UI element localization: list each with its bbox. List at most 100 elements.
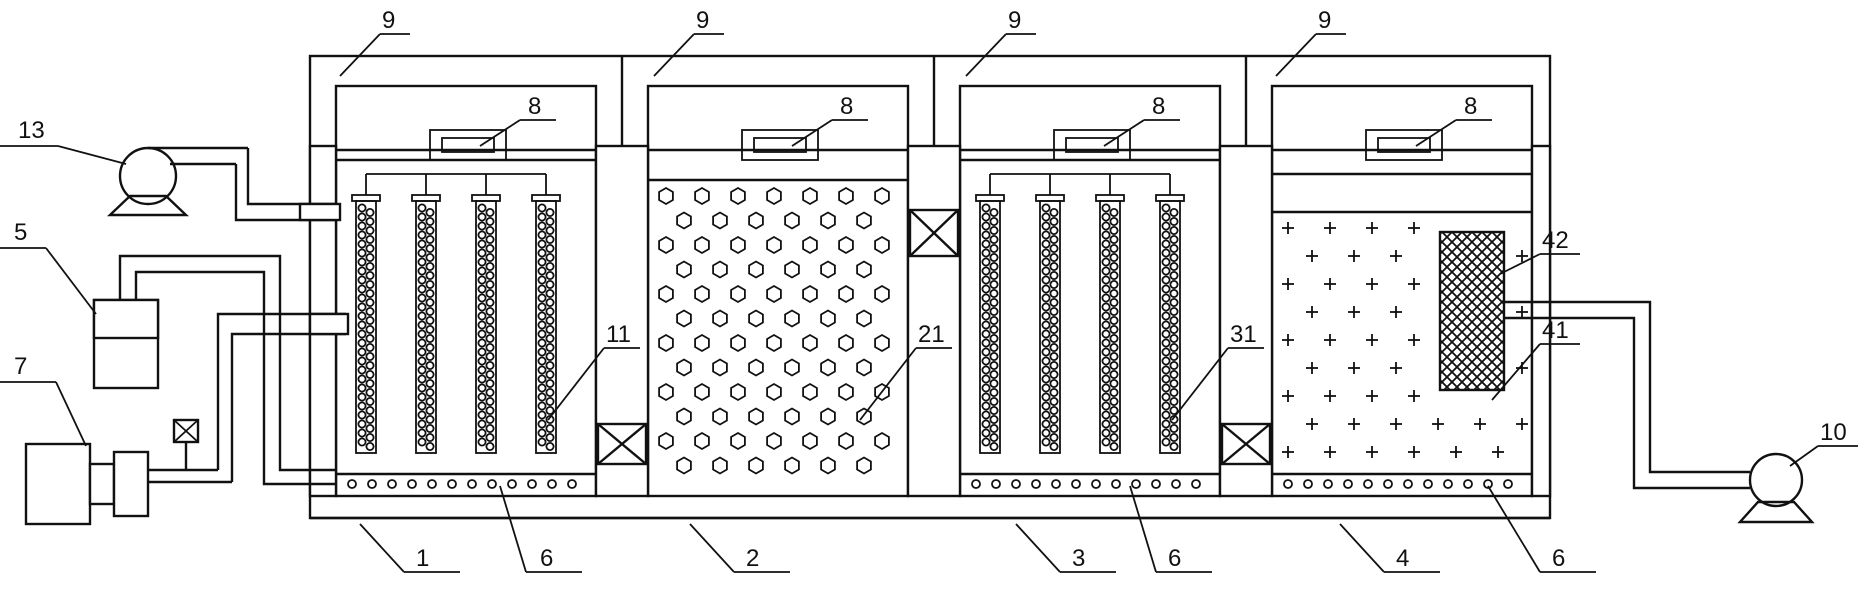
fiber-dot [357, 266, 367, 276]
fiber-dot [545, 369, 555, 379]
fiber-dot [417, 392, 427, 402]
fiber-dot [1109, 414, 1119, 424]
label-dosing-5: 5 [14, 219, 27, 246]
fiber-dot [357, 437, 367, 447]
fiber-dot [989, 279, 999, 289]
fiber-dot [1049, 351, 1059, 361]
fiber-dot [417, 239, 427, 249]
fiber-dot [1109, 378, 1119, 388]
fiber-dot [1169, 261, 1179, 271]
aerator-hole [1031, 479, 1041, 489]
fiber-dot [537, 392, 547, 402]
fiber-dot [357, 356, 367, 366]
label-aerator-1: 6 [540, 545, 553, 572]
media-hexagon [748, 260, 764, 279]
label-tank-4: 4 [1396, 545, 1409, 572]
fiber-dot [981, 356, 991, 366]
fiber-dot [425, 405, 435, 415]
media-hexagon [802, 284, 818, 304]
fiber-dot [1169, 306, 1179, 316]
media-hexagon [802, 235, 818, 255]
media-hexagon [712, 309, 728, 328]
fiber-dot [1109, 225, 1119, 235]
media-hexagon [694, 333, 710, 353]
media-hexagon [838, 235, 854, 255]
fiber-dot [545, 207, 555, 217]
fiber-dot [981, 320, 991, 330]
media-hexagon [658, 333, 674, 353]
fiber-dot [537, 374, 547, 384]
media-hexagon [802, 186, 818, 206]
media-hexagon [730, 382, 746, 402]
fiber-dot [485, 405, 495, 415]
fiber-dot [357, 374, 367, 384]
fiber-dot [1049, 360, 1059, 370]
fiber-dot [417, 329, 427, 339]
fiber-dot [545, 216, 555, 226]
media-hexagon [766, 431, 782, 451]
fiber-dot [1101, 356, 1111, 366]
media-hexagon [784, 407, 800, 426]
aerator-hole [1503, 479, 1513, 489]
label-lid-2: 9 [696, 7, 709, 34]
fiber-dot [1049, 369, 1059, 379]
fiber-dot [1101, 329, 1111, 339]
fiber-dot [545, 297, 555, 307]
fiber-dot [477, 257, 487, 267]
fiber-dot [1169, 405, 1179, 415]
blower-7 [24, 312, 350, 526]
tank-1 [334, 84, 598, 498]
fiber-dot [545, 441, 555, 451]
fiber-dot [1109, 207, 1119, 217]
fiber-dot [989, 288, 999, 298]
fiber-dot [1161, 230, 1171, 240]
fiber-dot [1109, 243, 1119, 253]
fiber-dot [1041, 401, 1051, 411]
fiber-dot [1101, 284, 1111, 294]
fiber-dot [1109, 432, 1119, 442]
fiber-dot [981, 347, 991, 357]
aerator-hole [547, 479, 557, 489]
fiber-dot [1169, 351, 1179, 361]
fiber-dot [1041, 284, 1051, 294]
label-membrane-31: 31 [1230, 321, 1257, 348]
media-hexagon [784, 456, 800, 475]
fiber-dot [981, 392, 991, 402]
fiber-dot [477, 311, 487, 321]
aerator-rows [347, 479, 1513, 489]
fiber-dot [477, 221, 487, 231]
fiber-dot [417, 293, 427, 303]
fiber-dot [1101, 302, 1111, 312]
media-hexagon [658, 186, 674, 206]
fiber-dot [1101, 374, 1111, 384]
fiber-dot [365, 279, 375, 289]
fiber-dot [545, 378, 555, 388]
media-plus [1324, 446, 1336, 458]
fiber-dot [545, 360, 555, 370]
fiber-dot [989, 432, 999, 442]
sensor-boxes [429, 129, 1443, 161]
fiber-dot [981, 293, 991, 303]
fiber-dot [1049, 243, 1059, 253]
fiber-dot [485, 396, 495, 406]
media-hexagon [730, 333, 746, 353]
aerator-hole [1111, 479, 1121, 489]
media-hexagon [820, 309, 836, 328]
media-hexagon [658, 382, 674, 402]
media-plus [1282, 390, 1294, 402]
fiber-dot [485, 306, 495, 316]
fiber-dot [1169, 369, 1179, 379]
labels: 9 9 9 9 8 8 8 8 13 5 7 11 21 31 41 42 10… [14, 7, 1847, 572]
fiber-dot [477, 419, 487, 429]
tank-4 [1270, 84, 1534, 498]
fiber-dot [485, 342, 495, 352]
fiber-dot [365, 306, 375, 316]
label-tank-3: 3 [1072, 545, 1085, 572]
aerator-hole [1191, 479, 1201, 489]
fiber-dot [417, 419, 427, 429]
fiber-dot [1109, 234, 1119, 244]
fiber-dot [477, 320, 487, 330]
media-hexagon [712, 358, 728, 377]
fiber-dot [1161, 338, 1171, 348]
media-hexagon [838, 186, 854, 206]
